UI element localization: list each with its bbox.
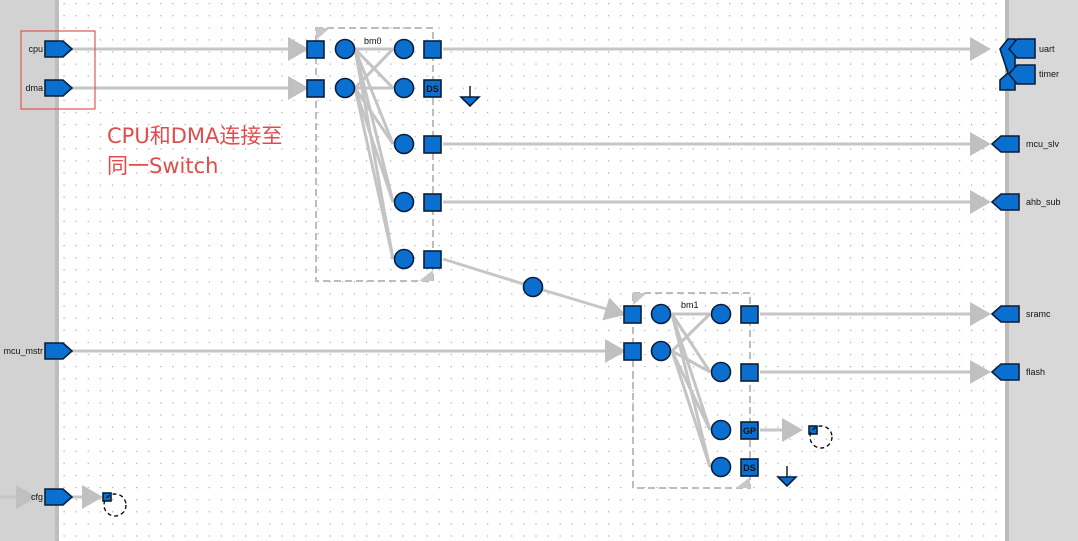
switch-bm0-corner-mark [316,28,330,40]
bm1-input-port-1[interactable] [623,340,672,362]
bm1-crossbar [670,312,712,468]
annotation-line-1: CPU和DMA连接至 [107,124,282,148]
bm0-output-port-4[interactable] [393,248,442,270]
switch-bm0-label: bm0 [364,36,382,46]
output-port-ahb-sub[interactable]: ahb_sub [990,193,1061,211]
ground-icon [459,86,481,108]
input-label-cpu: cpu [28,44,43,54]
output-label-uart: uart [1039,44,1055,54]
output-port-mcu-slv[interactable]: mcu_slv [990,135,1060,153]
bm0-input-port-1[interactable] [306,77,356,99]
bm1-output-port-1[interactable] [710,361,759,383]
gp-open-terminal[interactable] [808,425,833,449]
switch-bm0-box[interactable] [315,27,434,282]
left-panel-border [55,0,59,541]
canvas-grid [59,0,1005,541]
bm0-output-port-0[interactable] [393,38,442,60]
bm1-output-port-0[interactable] [710,303,759,325]
right-panel-border [1005,0,1009,541]
bm0-input-port-0[interactable] [306,38,356,60]
cfg-open-terminal[interactable] [102,492,127,517]
output-port-flash[interactable]: flash [990,363,1045,381]
gp-tag-bm1: GP [743,426,756,436]
input-port-cpu[interactable]: cpu [28,40,74,58]
annotation-box [20,30,96,110]
bridge-node[interactable] [522,276,544,298]
output-label-mcu-slv: mcu_slv [1026,139,1060,149]
ds-tag-bm1: DS [743,463,756,473]
switch-bm1-label: bm1 [681,300,699,310]
switch-bm1-corner-mark-bottom [736,477,750,488]
bm0-output-port-3[interactable] [393,191,442,213]
wire-bridge-to-bm1[interactable] [532,285,626,321]
bm1-input-port-0[interactable] [623,303,672,325]
input-port-dma[interactable]: dma [25,79,74,97]
input-label-dma: dma [25,83,43,93]
input-port-cfg[interactable]: cfg [31,488,74,506]
ground-icon-bm1 [776,466,798,488]
wire-bm0-to-bridge[interactable] [442,257,534,289]
output-label-timer: timer [1039,69,1059,79]
bm1-output-port-3-ds[interactable]: DS [710,456,759,478]
right-panel [1005,0,1078,541]
input-port-mcu-mstr[interactable]: mcu_mstr [3,342,74,360]
bm0-output-port-1-ds[interactable]: DS [393,77,442,99]
output-port-sramc[interactable]: sramc [990,305,1051,323]
bm0-crossbar [353,47,395,260]
annotation-line-2: 同一Switch [107,154,218,178]
switch-bm1-box[interactable] [632,292,751,489]
output-label-sramc: sramc [1026,309,1051,319]
bm0-output-port-2[interactable] [393,133,442,155]
ds-tag-bm0: DS [426,84,439,94]
switch-bm1-corner-mark [633,293,647,305]
input-label-mcu-mstr: mcu_mstr [3,346,43,356]
switch-bm0-corner-mark-bottom [419,270,433,281]
output-port-uart-timer[interactable]: uart timer [999,38,1059,91]
bm1-output-port-2-gp[interactable]: GP [710,419,759,441]
output-label-flash: flash [1026,367,1045,377]
input-label-cfg: cfg [31,492,43,502]
output-label-ahb-sub: ahb_sub [1026,197,1061,207]
